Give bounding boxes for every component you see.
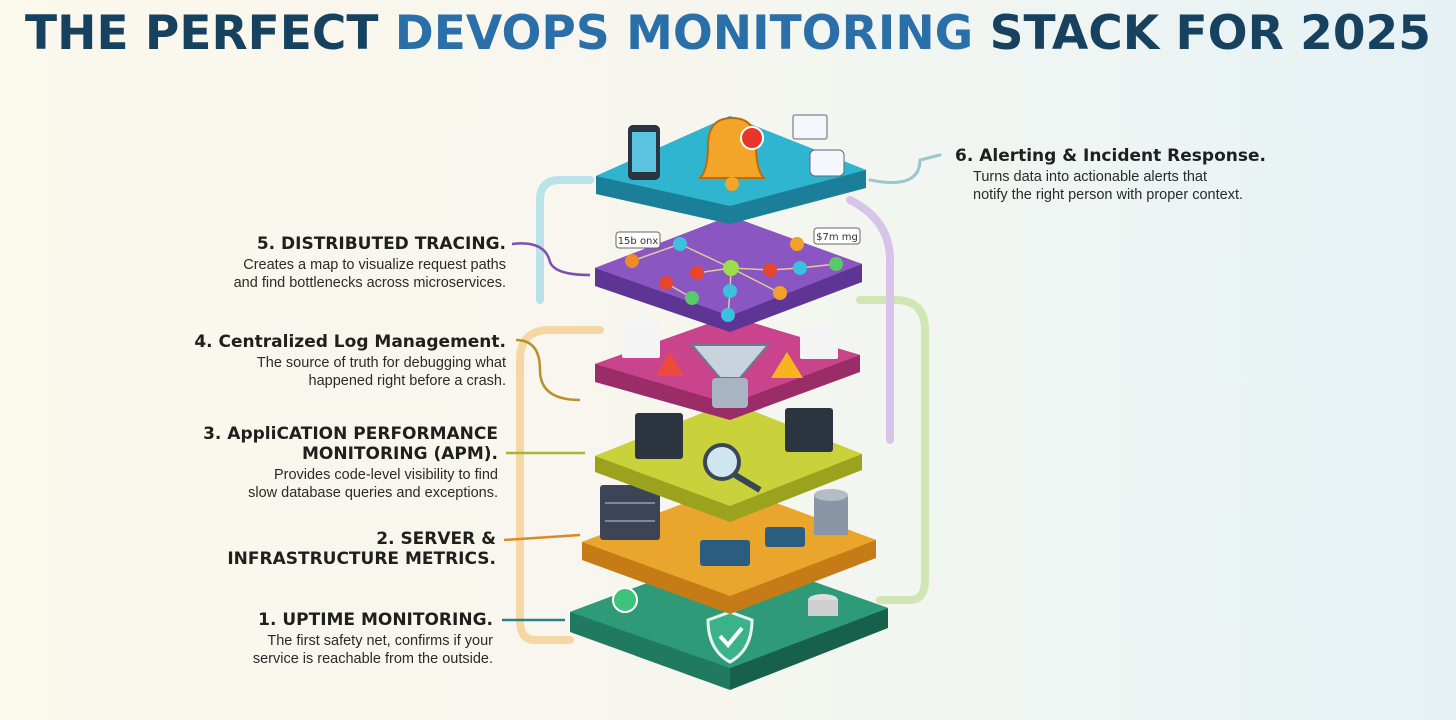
pipe-green: [856, 296, 929, 604]
trace-tag: [615, 231, 661, 249]
warning-icon: [656, 352, 684, 376]
page-title: THE PERFECT DEVOPS MONITORING STACK FOR …: [25, 6, 1431, 61]
layer-alerting: [596, 114, 866, 224]
layer-logs: [595, 316, 860, 420]
connector-pipes: [516, 153, 942, 644]
warning-icon: [771, 352, 803, 378]
label-distributed-tracing: 5. DISTRIBUTED TRACING. Creates a map to…: [233, 234, 506, 291]
label-log-management: 4. Centralized Log Management. The sourc…: [194, 332, 506, 389]
pipe-purple: [846, 196, 894, 444]
trace-tag-text: 15b onx: [618, 236, 659, 247]
code-window-icon: [635, 413, 683, 459]
funnel-icon: [689, 344, 771, 408]
check-circle-icon: [612, 587, 638, 613]
log-window-icon: [800, 325, 838, 359]
database-icon: [814, 489, 848, 535]
label-alerting: 6. Alerting & Incident Response. Turns d…: [955, 146, 1266, 203]
trace-nodes: [625, 237, 843, 322]
layer-apm: [595, 402, 862, 522]
chip-icon: [700, 540, 750, 566]
pipe-orange: [516, 326, 604, 644]
trace-tag: [813, 227, 861, 245]
bell-icon: [697, 116, 767, 191]
leader-6: [868, 153, 942, 184]
magnifier-icon: [703, 443, 762, 493]
code-window-icon: [785, 408, 833, 452]
chat-bubble-icon: [809, 149, 845, 177]
layer-infrastructure: [582, 485, 876, 614]
log-window-icon: [622, 322, 660, 358]
server-icon: [600, 485, 660, 540]
trace-tag-text: $7m mg: [816, 232, 858, 243]
chip-icon: [765, 527, 805, 547]
label-infrastructure: 2. SERVER &INFRASTRUCTURE METRICS.: [227, 529, 496, 569]
envelope-icon: [792, 114, 828, 140]
leader-lines: [502, 242, 591, 622]
pipe-teal: [536, 176, 594, 304]
label-uptime: 1. UPTIME MONITORING. The first safety n…: [252, 610, 493, 667]
shield-check-icon: [706, 610, 754, 664]
layer-tracing: 15b onx $7m mg: [595, 216, 862, 332]
